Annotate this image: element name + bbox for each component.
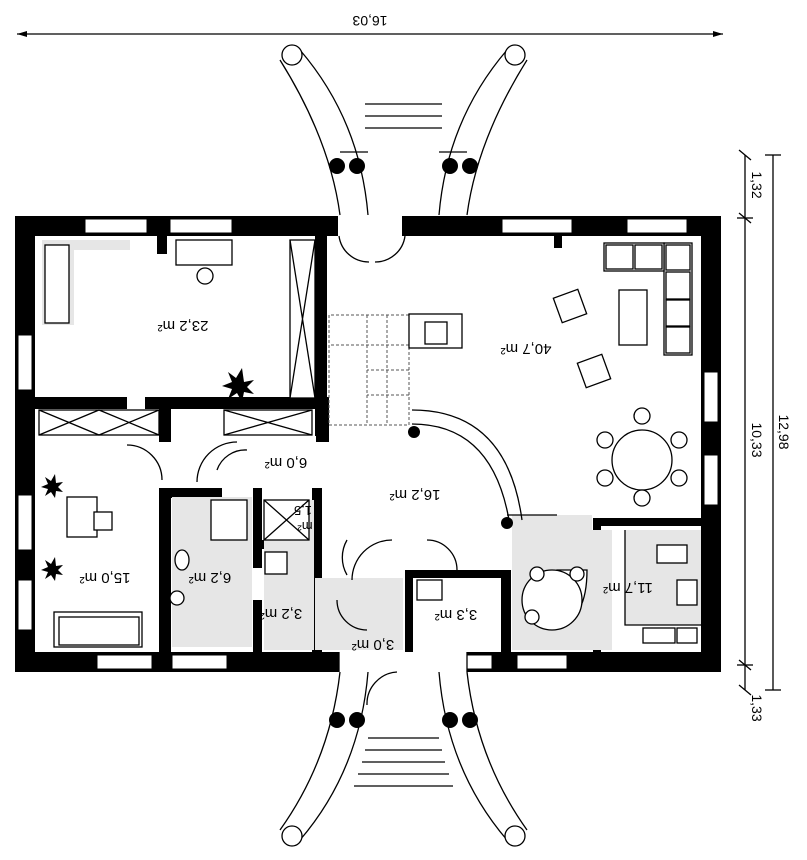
room-living: 40,7 m² — [501, 340, 552, 357]
corridor-closets — [38, 409, 313, 436]
room-kitchen: 11,7 m² — [603, 579, 653, 596]
utility-fixtures — [263, 499, 443, 650]
room-hall-corridor: 6,0 m² — [265, 454, 308, 471]
room-pantry: 3,3 m² — [435, 606, 478, 623]
room-utility: 3,2 m² — [260, 605, 303, 622]
kitchen-fixtures — [512, 515, 701, 650]
plan-drawing — [15, 31, 781, 847]
bedroom-top-fixtures — [42, 239, 316, 399]
room-bedroom-top: 23,2 m² — [158, 317, 209, 334]
bathroom-fixtures — [53, 496, 252, 648]
plants — [41, 368, 254, 581]
room-labels: 23,2 m² 40,7 m² 6,0 m² 16,2 m² 1,5 m² 15… — [80, 317, 653, 653]
room-bedroom-left: 15,0 m² — [80, 569, 131, 586]
dim-middle-depth: 10,33 — [749, 422, 765, 457]
rear-terrace — [279, 44, 528, 216]
exterior-walls — [15, 216, 721, 672]
door-swings — [126, 235, 458, 706]
hall-curve — [408, 409, 557, 529]
dimension-lines — [17, 31, 781, 696]
dim-overall-width: 16,03 — [352, 13, 387, 29]
dim-overall-depth: 12,98 — [776, 414, 792, 449]
room-wc-small-line2: m² — [297, 519, 313, 534]
dimension-labels: 16,03 12,98 10,33 1,32 1,33 — [352, 13, 792, 722]
dim-rear-projection: 1,32 — [749, 171, 765, 198]
staircase — [328, 313, 463, 426]
living-furniture — [552, 242, 693, 507]
front-porch — [279, 671, 528, 847]
room-wc-small-line1: 1,5 — [294, 503, 312, 518]
room-entrance: 3,0 m² — [352, 636, 395, 653]
room-main-hall: 16,2 m² — [390, 486, 441, 503]
room-bathroom: 6,2 m² — [189, 569, 232, 586]
dim-front-projection: 1,33 — [749, 694, 765, 721]
